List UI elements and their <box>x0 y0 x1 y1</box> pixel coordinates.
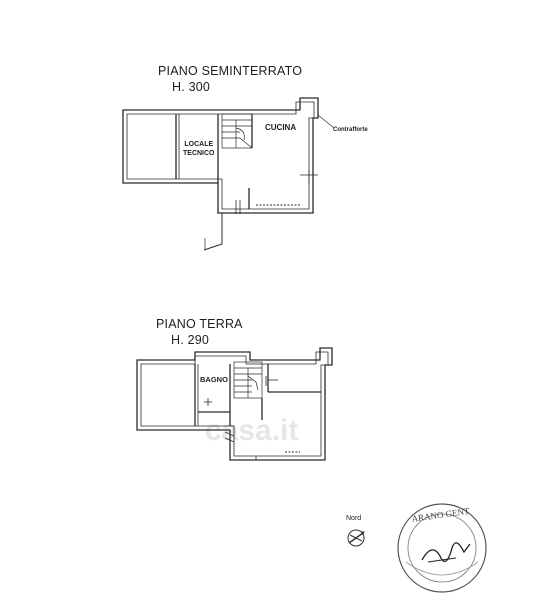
room-label-locale-tecnico: LOCALE TECNICO <box>183 141 215 157</box>
terra-plan <box>136 347 333 461</box>
floor-height-terra: H. 290 <box>171 333 210 347</box>
floor-title-terra: PIANO TERRA <box>156 317 243 331</box>
stamp-seal: ARANO GENT <box>397 503 487 593</box>
north-arrow-icon <box>347 529 365 547</box>
compass-label: Nord <box>346 515 362 522</box>
room-label-bagno: BAGNO <box>200 375 228 384</box>
floor-height-seminterrato: H. 300 <box>172 80 211 94</box>
seminterrato-plan <box>122 97 335 251</box>
floor-title-seminterrato: PIANO SEMINTERRATO <box>158 64 303 78</box>
annotation-contrafforte: Contrafforte <box>333 127 368 133</box>
svg-text:ARANO GENT: ARANO GENT <box>411 506 471 524</box>
room-label-cucina: CUCINA <box>265 123 297 132</box>
